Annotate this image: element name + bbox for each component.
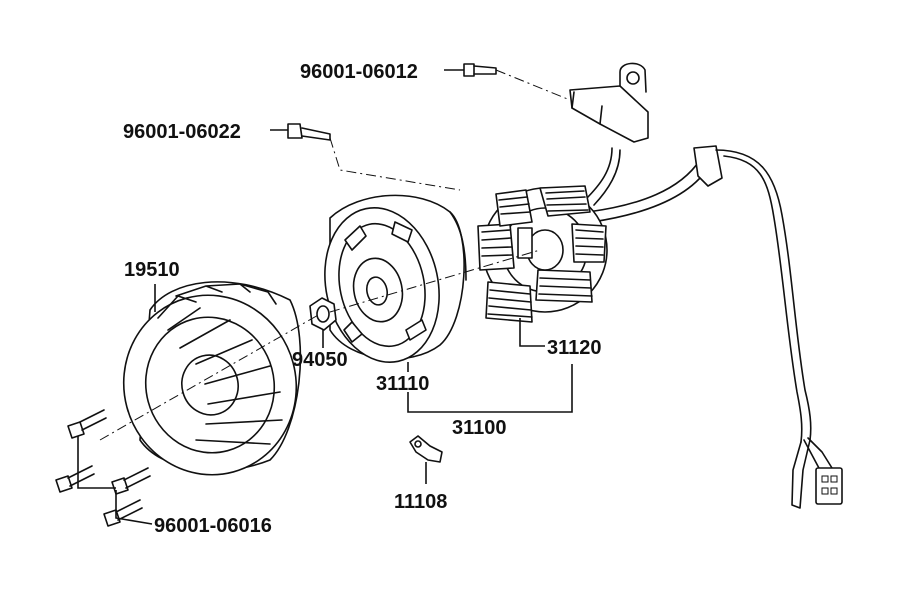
flywheel <box>324 194 467 363</box>
bracket-plate <box>409 435 443 463</box>
label-bracket: 11108 <box>394 491 447 513</box>
leader-lines <box>77 69 573 525</box>
label-fan-bolts: 96001-06016 <box>154 515 272 537</box>
stator-assembly <box>477 185 608 323</box>
pickup-coil <box>569 62 649 143</box>
label-screw-top: 96001-06012 <box>300 61 418 83</box>
screw-top <box>463 63 497 77</box>
label-fan: 19510 <box>124 259 180 281</box>
cooling-fan <box>122 281 302 476</box>
label-assembly: 31100 <box>452 417 507 439</box>
label-flywheel: 31110 <box>376 373 429 395</box>
assembly-axes <box>99 69 571 441</box>
part-labels: 96001-06012 96001-06022 19510 94050 3111… <box>123 61 602 537</box>
wiring-harness <box>584 145 843 509</box>
label-bolt-left: 96001-06022 <box>123 121 241 143</box>
label-stator: 31120 <box>547 337 602 359</box>
bolt-left <box>287 123 331 141</box>
flange-nut <box>309 297 337 331</box>
label-nut: 94050 <box>292 349 348 371</box>
